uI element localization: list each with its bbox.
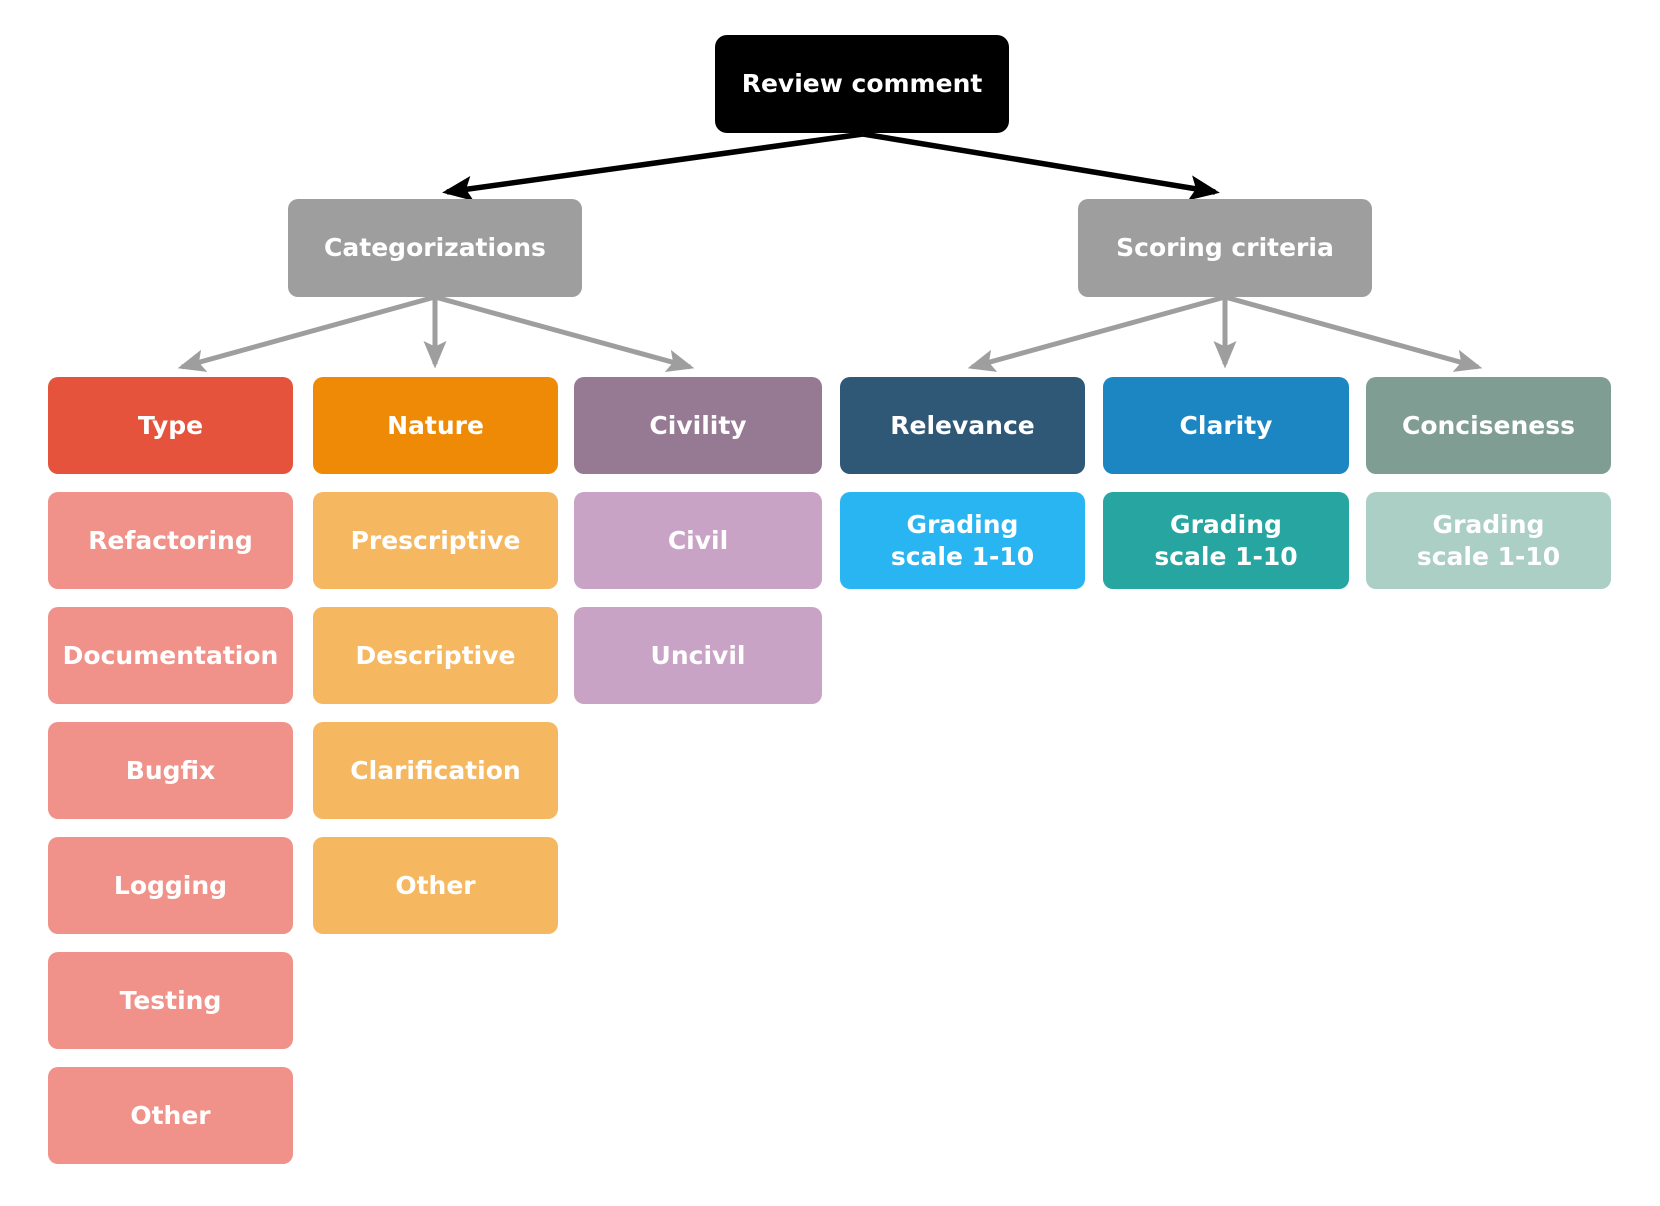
node-item-prescriptive: Prescriptive (313, 492, 558, 589)
node-review-comment: Review comment (715, 35, 1009, 133)
node-relevance-header: Relevance (840, 377, 1085, 474)
node-item-type-other: Other (48, 1067, 293, 1164)
node-item-clarification: Clarification (313, 722, 558, 819)
node-item-nature-other: Other (313, 837, 558, 934)
edge-scoring-relevance (967, 294, 1226, 372)
edge-categorizations-civility (434, 294, 695, 373)
node-item-bugfix: Bugfix (48, 722, 293, 819)
node-clarity-header: Clarity (1103, 377, 1349, 474)
node-civility-header: Civility (574, 377, 822, 474)
node-categorizations: Categorizations (288, 199, 582, 297)
node-item-documentation: Documentation (48, 607, 293, 704)
edge-root-categorizations (442, 131, 864, 202)
node-relevance-grading-scale: Grading scale 1-10 (840, 492, 1085, 589)
node-clarity-grading-scale: Grading scale 1-10 (1103, 492, 1349, 589)
node-conciseness-grading-scale: Grading scale 1-10 (1366, 492, 1611, 589)
edge-root-scoring-criteria (862, 131, 1220, 201)
node-item-civil: Civil (574, 492, 822, 589)
node-type-header: Type (48, 377, 293, 474)
node-conciseness-header: Conciseness (1366, 377, 1611, 474)
node-item-logging: Logging (48, 837, 293, 934)
edge-scoring-conciseness (1224, 294, 1483, 372)
node-item-testing: Testing (48, 952, 293, 1049)
node-item-refactoring: Refactoring (48, 492, 293, 589)
node-item-uncivil: Uncivil (574, 607, 822, 704)
node-nature-header: Nature (313, 377, 558, 474)
node-scoring-criteria: Scoring criteria (1078, 199, 1372, 297)
edge-categorizations-type (177, 294, 436, 372)
node-item-descriptive: Descriptive (313, 607, 558, 704)
